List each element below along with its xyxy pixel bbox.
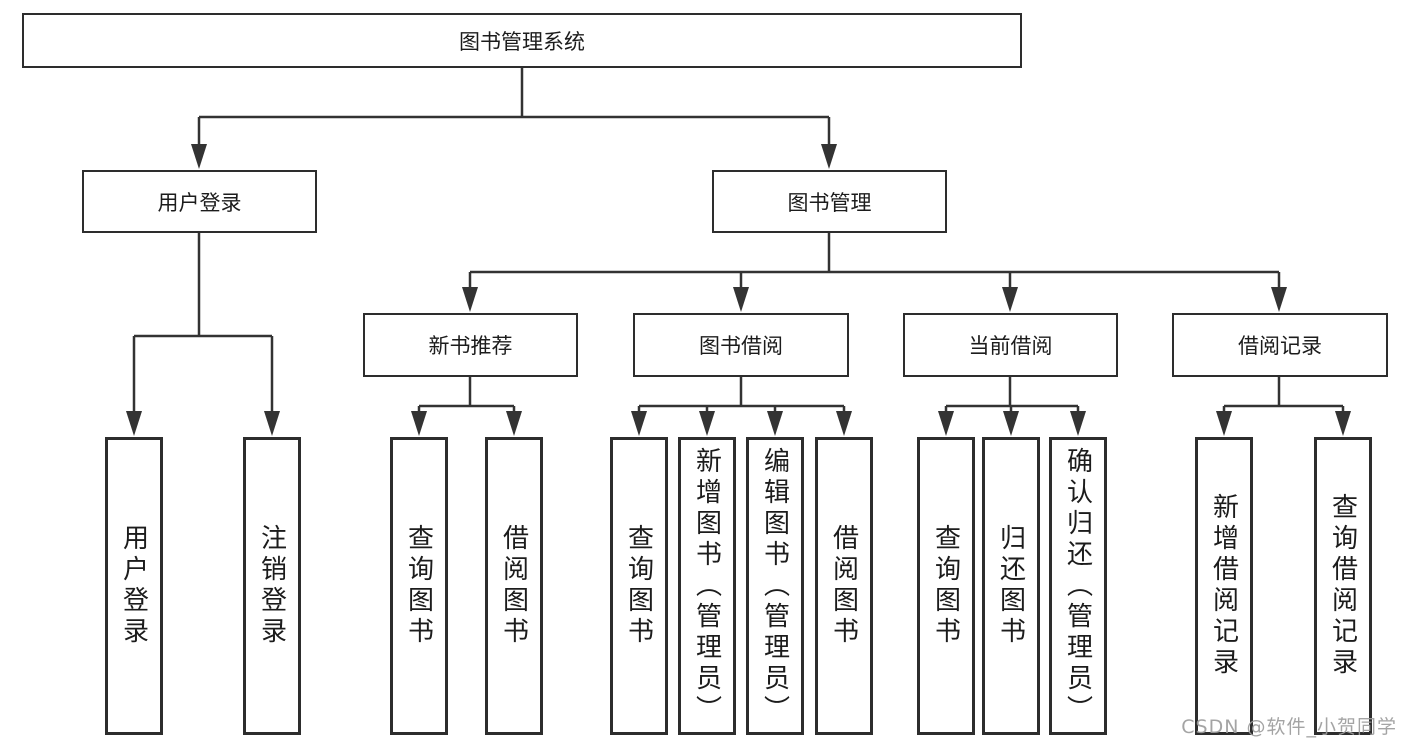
leaf-recommend-query-books: 查询图书 [390, 437, 448, 735]
leaf-borrow-borrow-books: 借阅图书 [815, 437, 873, 735]
node-library-management-system: 图书管理系统 [22, 13, 1022, 68]
node-book-borrow: 图书借阅 [633, 313, 849, 377]
node-borrow-records: 借阅记录 [1172, 313, 1388, 377]
leaf-current-confirm-return-admin: 确认归还（管理员） [1049, 437, 1107, 735]
node-new-book-recommend: 新书推荐 [363, 313, 578, 377]
leaf-borrow-edit-books-admin: 编辑图书（管理员） [746, 437, 804, 735]
leaf-borrow-add-books-admin: 新增图书（管理员） [678, 437, 736, 735]
node-book-management: 图书管理 [712, 170, 947, 233]
leaf-current-query-books: 查询图书 [917, 437, 975, 735]
leaf-user-login: 用户登录 [105, 437, 163, 735]
leaf-current-return-books: 归还图书 [982, 437, 1040, 735]
leaf-records-add-borrow-record: 新增借阅记录 [1195, 437, 1253, 735]
leaf-recommend-borrow-books: 借阅图书 [485, 437, 543, 735]
csdn-watermark: CSDN @软件_小贺同学 [1181, 716, 1397, 738]
leaf-borrow-query-books: 查询图书 [610, 437, 668, 735]
leaf-records-query-borrow-record: 查询借阅记录 [1314, 437, 1372, 735]
leaf-logout: 注销登录 [243, 437, 301, 735]
node-current-borrow: 当前借阅 [903, 313, 1118, 377]
node-user-login: 用户登录 [82, 170, 317, 233]
